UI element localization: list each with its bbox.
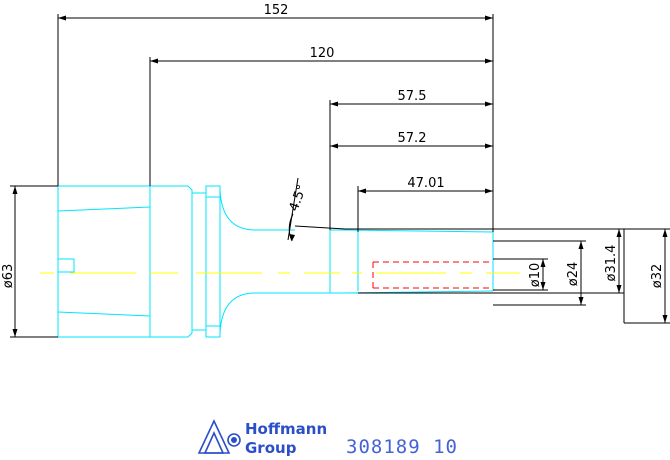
dim-dia-flange: ø63 <box>1 264 16 289</box>
logo-line2: Group <box>245 439 297 457</box>
dim-length-bore-inner: 57.2 <box>398 131 427 146</box>
dim-dia-taper: ø24 <box>566 262 581 287</box>
arrowheads <box>12 15 668 337</box>
dim-dia-shank: ø32 <box>650 264 665 289</box>
hidden-bore <box>372 261 493 289</box>
dimension-lines <box>10 14 670 338</box>
hoffmann-logo: Hoffmann Group <box>197 419 327 457</box>
dim-dia-bore: ø10 <box>528 263 543 288</box>
dim-length-taper: 47.01 <box>407 176 444 191</box>
part-number: 308189 10 <box>346 436 458 458</box>
dim-length-gauge: 120 <box>310 46 335 61</box>
dim-dia-tip: ø31.4 <box>604 245 619 282</box>
dim-angle: 4.5° <box>287 183 310 214</box>
dim-length-overall: 152 <box>264 3 289 18</box>
dim-length-bore: 57.5 <box>398 89 427 104</box>
shank-outline <box>294 225 625 294</box>
logo-line1: Hoffmann <box>245 420 327 438</box>
logo-mark-icon <box>197 419 241 454</box>
